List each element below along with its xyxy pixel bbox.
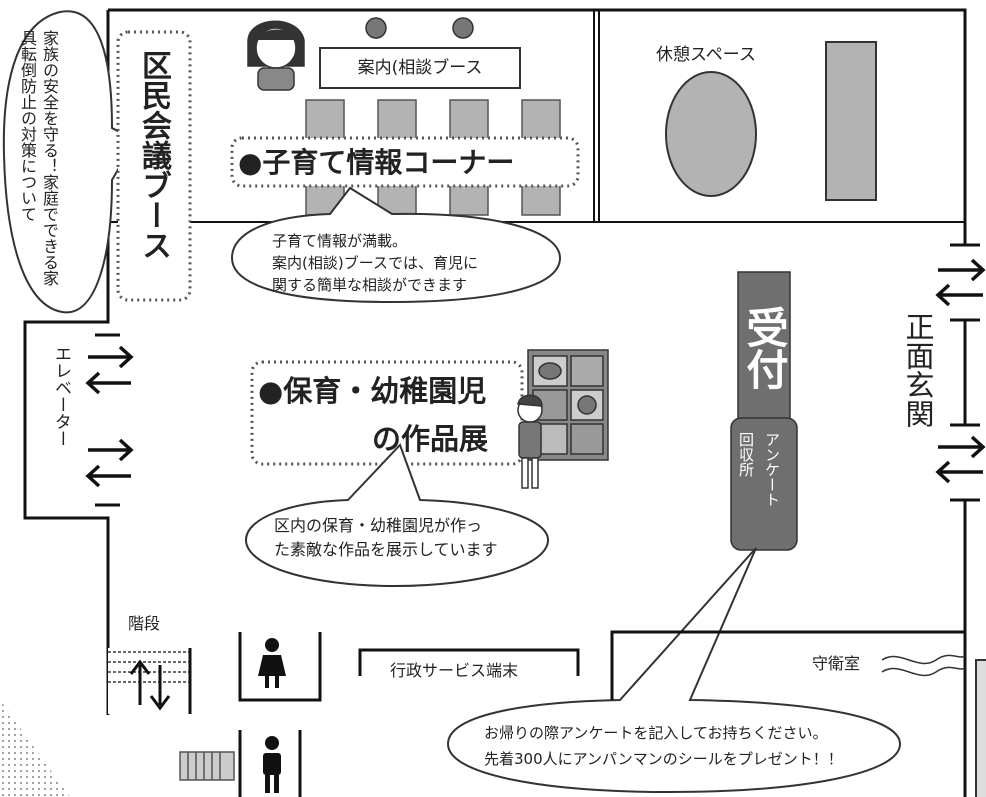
family-bubble-shape [2, 10, 137, 314]
child-figure [517, 394, 543, 489]
baby-bed-icon [179, 751, 235, 781]
rest-bench [825, 41, 877, 201]
childcare-desc-line1: 子育て情報が満載。 [272, 232, 408, 250]
toilet-walls [238, 632, 322, 797]
survey-box [730, 417, 798, 551]
guard-room-label: 守衛室 [812, 654, 861, 673]
reception-counter [737, 271, 791, 438]
ward-booth-frame [116, 30, 192, 302]
artwork-title-line1: ●保育・幼稚園児 [258, 374, 487, 408]
rest-space-label: 休憩スペース [656, 45, 756, 65]
female-icon [258, 638, 286, 688]
childcare-desc-line3: 関する簡単な相談ができます [272, 276, 468, 294]
artwork-desc-line1: 区内の保育・幼稚園児が作っ [274, 516, 483, 535]
male-icon [263, 736, 281, 793]
entrance-arrows-icon [935, 258, 986, 484]
survey-bubble-line2: 先着300人にアンパンマンのシールをプレゼント！！ [484, 750, 843, 768]
stairs-label: 階段 [128, 614, 161, 633]
corner-panel [975, 659, 986, 797]
entrance-door-marks [950, 243, 980, 502]
info-booth-box [319, 47, 521, 89]
survey-box-label-right: アンケート [763, 432, 781, 507]
artwork-desc-line2: た素敵な作品を展示しています [274, 540, 498, 559]
admin-terminal-wall [358, 648, 580, 676]
elevator-label: エレベーター [51, 345, 71, 447]
artwork-desc: 区内の保育・幼稚園児が作っ た素敵な作品を展示しています [274, 514, 498, 562]
childcare-title-frame [230, 136, 580, 188]
reception-label: 受付 [740, 306, 789, 390]
elevator-door-marks [95, 333, 120, 507]
childcare-bubble-shape [230, 186, 562, 304]
stairs-arrows-icon [129, 659, 171, 711]
walls [23, 8, 967, 797]
stairs [108, 648, 192, 714]
survey-bubble-line1: お帰りの際アンケートを記入してお持ちください。 [484, 724, 828, 742]
hatched-corner [0, 700, 70, 797]
main-entrance-label: 正面玄関 [901, 312, 935, 428]
family-bubble-text: 家族の安全を守る！家庭でできる家具転倒防止の対策について [18, 30, 59, 286]
receptionist-figure [247, 20, 305, 91]
admin-terminal-label: 行政サービス端末 [390, 661, 519, 680]
artwork-bubble-shape [244, 443, 550, 588]
childcare-desc: 子育て情報が満載。 案内(相談)ブースでは、育児に 関する簡単な相談ができます [272, 230, 478, 296]
guard-room-wave [881, 654, 966, 677]
childcare-title: ●子育て情報コーナー [238, 146, 515, 179]
guard-room-wall [610, 630, 965, 700]
ward-booth-label: 区民会議ブース [136, 50, 171, 260]
survey-box-label-left: 回収所 [737, 432, 755, 477]
artwork-title-line2: の作品展 [372, 422, 489, 456]
childcare-desc-line2: 案内(相談)ブースでは、育児に [272, 254, 478, 272]
survey-bubble-shape [446, 547, 902, 794]
rest-table [665, 71, 757, 197]
elevator-arrows-icon [85, 345, 134, 488]
info-booth-label: 案内(相談ブース [357, 58, 483, 78]
survey-bubble-text: お帰りの際アンケートを記入してお持ちください。 先着300人にアンパンマンのシー… [484, 720, 843, 772]
